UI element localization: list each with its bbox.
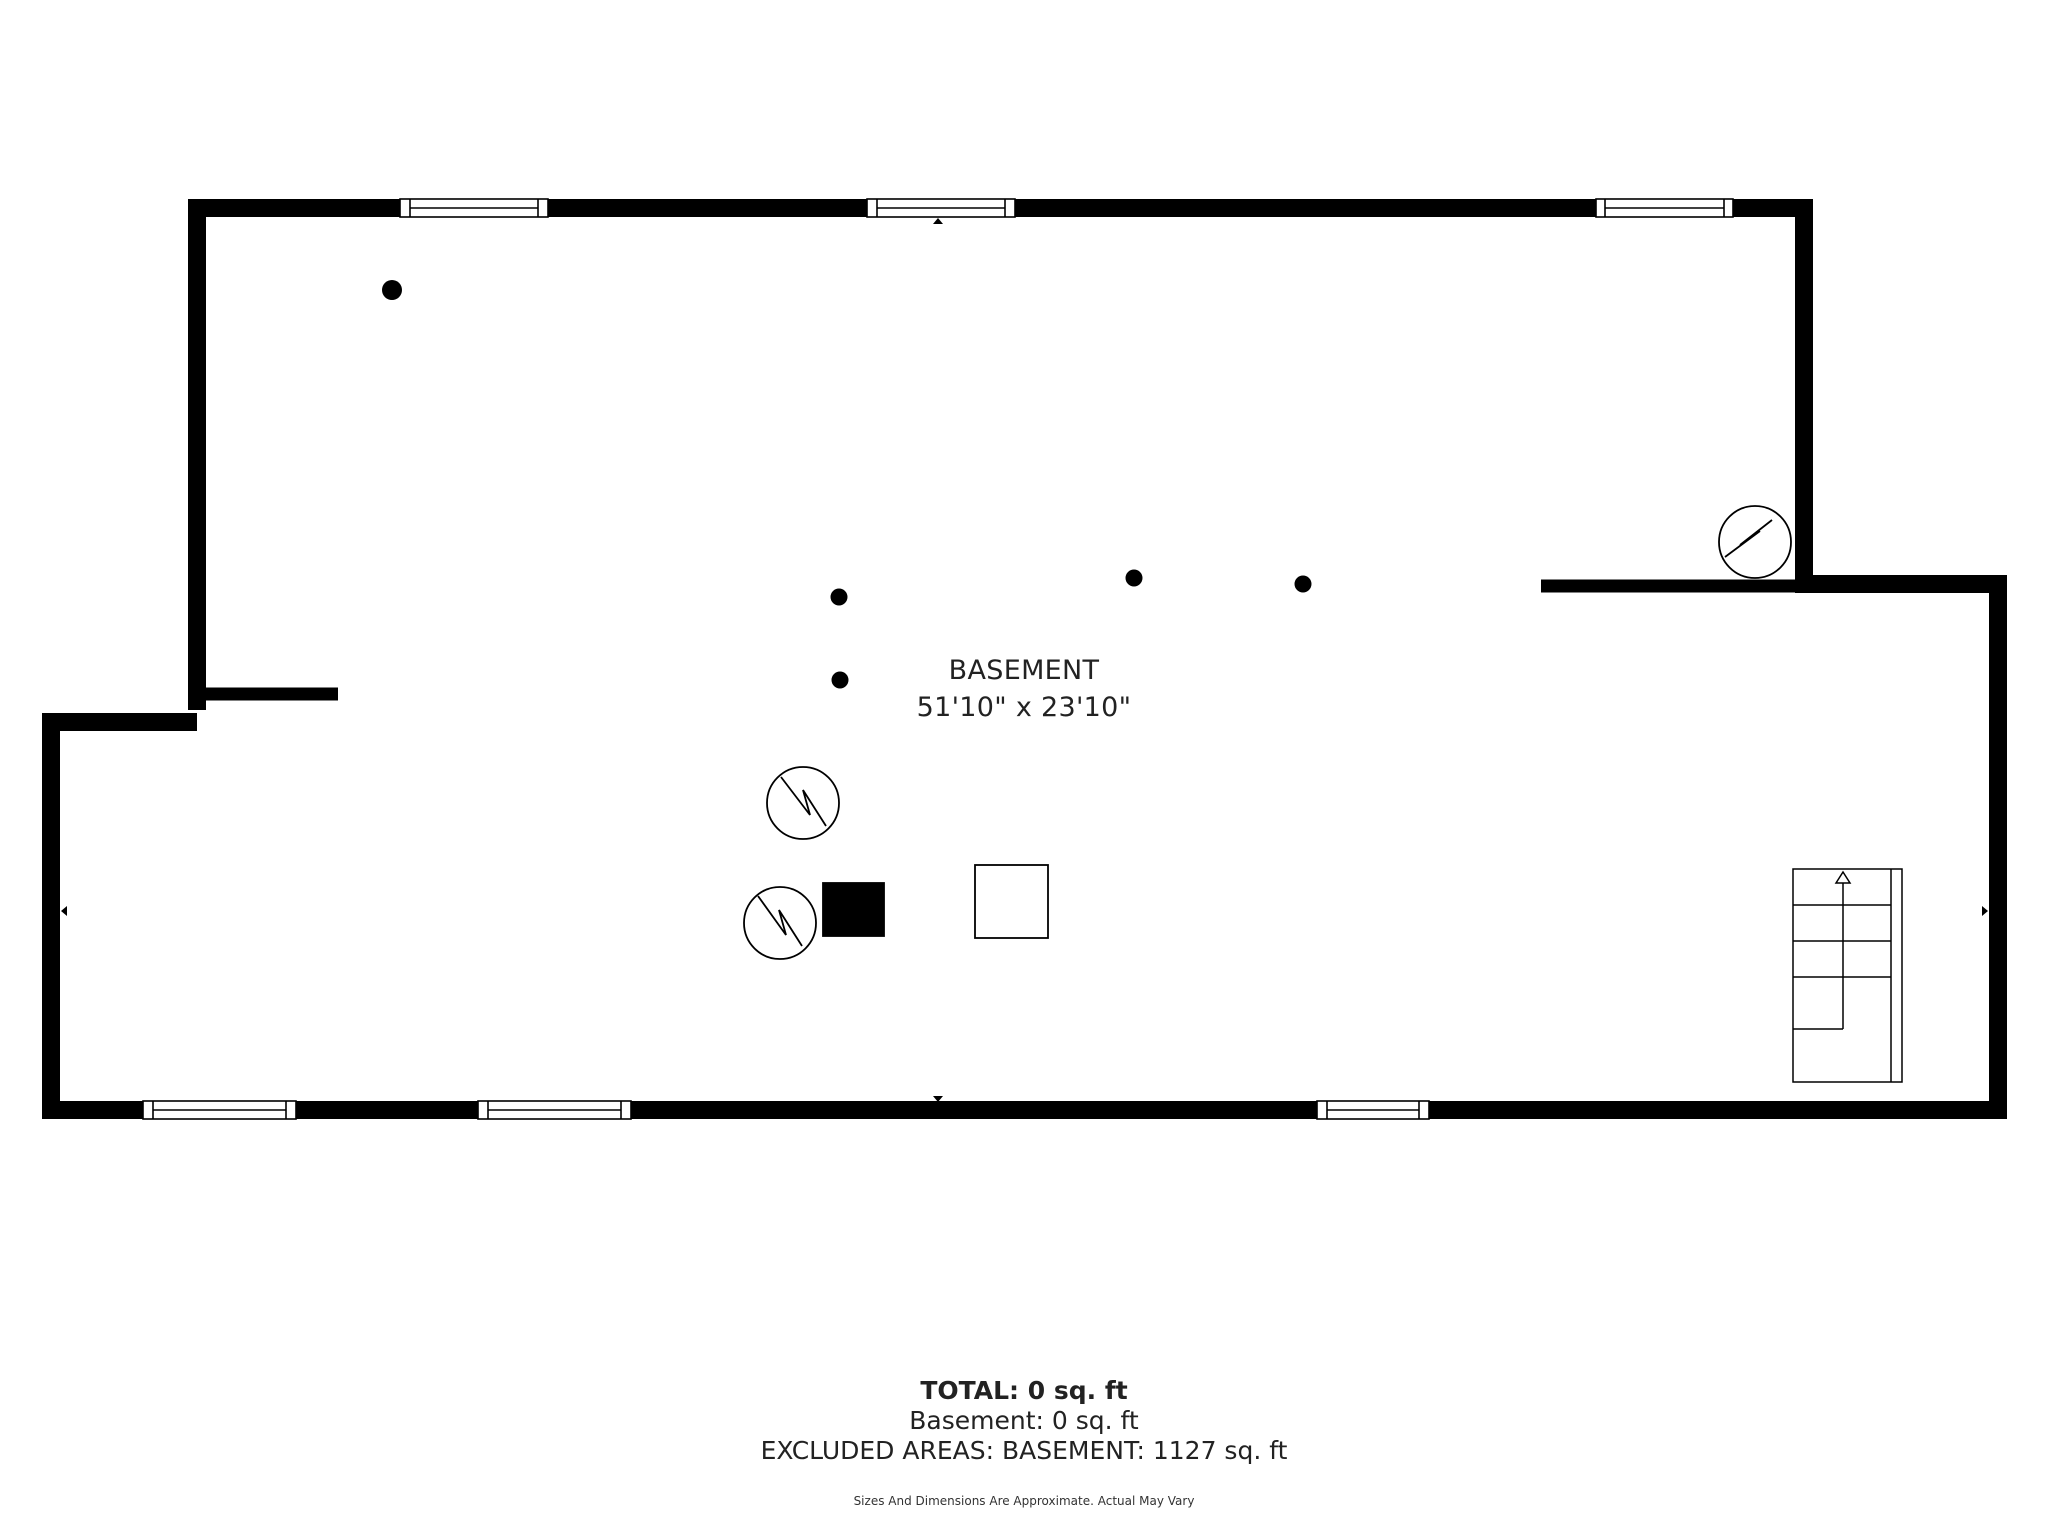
- total-area: TOTAL: 0 sq. ft: [920, 1376, 1128, 1405]
- support-post-icon: [1294, 575, 1312, 593]
- opening-marker-icon: [933, 1096, 943, 1102]
- opening-markers: [61, 218, 1988, 1102]
- exterior-wall: [42, 199, 2007, 1119]
- window-icon: [399, 198, 549, 218]
- window-icon: [477, 1100, 632, 1120]
- room-name: BASEMENT: [948, 655, 1100, 686]
- support-posts: [382, 280, 1312, 689]
- opening-marker-icon: [1982, 906, 1988, 916]
- water-heater-icon: [743, 886, 817, 960]
- water-heater-icon: [1718, 505, 1792, 579]
- area-summary: TOTAL: 0 sq. ft Basement: 0 sq. ft EXCLU…: [624, 1376, 1424, 1466]
- utilities: [743, 505, 1792, 960]
- window-icon: [866, 198, 1016, 218]
- support-post-icon: [1125, 569, 1143, 587]
- furnace-icon: [822, 882, 885, 937]
- opening-marker-icon: [61, 906, 67, 916]
- support-post-icon: [382, 280, 402, 300]
- excluded-area: EXCLUDED AREAS: BASEMENT: 1127 sq. ft: [760, 1436, 1288, 1465]
- opening-marker-icon: [933, 218, 943, 224]
- basement-area: Basement: 0 sq. ft: [909, 1406, 1139, 1435]
- window-icon: [142, 1100, 297, 1120]
- windows: [142, 198, 1734, 1120]
- staircase-icon: [1792, 868, 1903, 1083]
- utility-box-icon: [974, 864, 1049, 939]
- window-icon: [1316, 1100, 1430, 1120]
- walls: [42, 199, 2007, 1119]
- room-dimensions: 51'10" x 23'10": [916, 692, 1132, 723]
- support-post-icon: [830, 588, 848, 606]
- water-heater-icon: [766, 766, 840, 840]
- window-icon: [1595, 198, 1734, 218]
- support-post-icon: [831, 671, 849, 689]
- disclaimer: Sizes And Dimensions Are Approximate. Ac…: [853, 1494, 1195, 1508]
